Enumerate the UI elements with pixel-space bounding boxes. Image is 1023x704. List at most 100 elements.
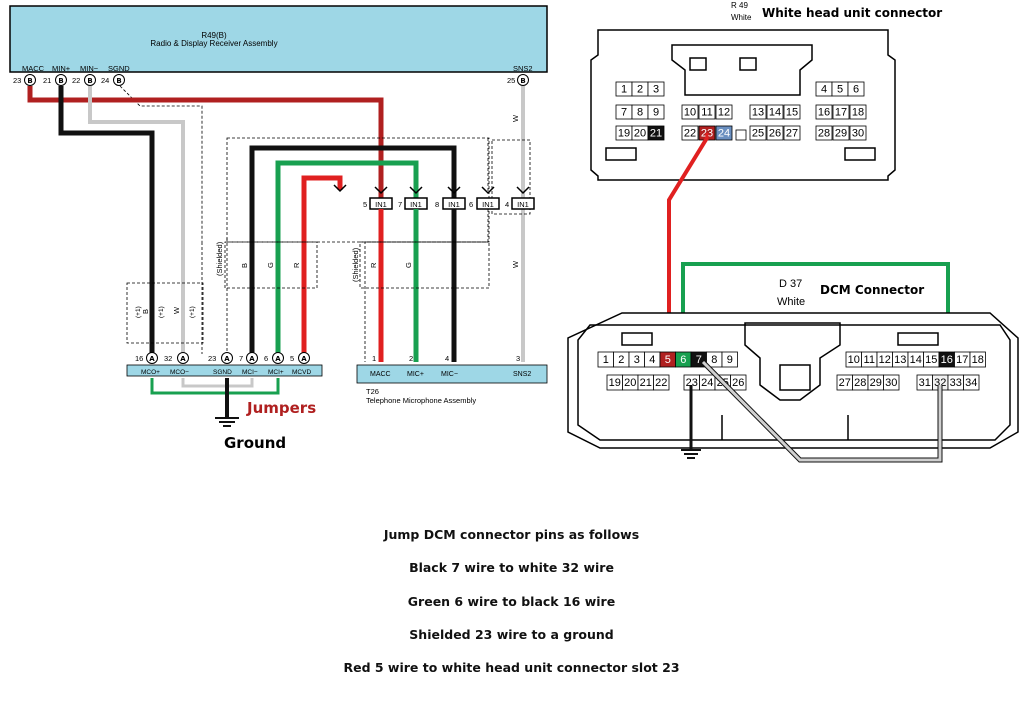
wire-letter-g2: G — [404, 262, 413, 268]
r49-pin-25: 25 B — [507, 74, 529, 86]
svg-text:IN1: IN1 — [375, 200, 387, 209]
svg-text:4: 4 — [821, 84, 827, 96]
head-unit-pin-16: 16 — [815, 104, 833, 120]
shielded-label-left: (Shielded) — [215, 241, 224, 276]
svg-text:27: 27 — [839, 377, 851, 389]
dcm-pin-33: 33 — [947, 374, 964, 391]
svg-text:14: 14 — [769, 107, 781, 119]
wire-red-mcvd — [301, 175, 343, 354]
wire-gray-dcm-jumper-inner — [701, 360, 942, 462]
dcm-a-name-mci-minus: MCI− — [242, 369, 258, 376]
head-unit-pin-24: 24 — [715, 125, 733, 141]
svg-text:20: 20 — [624, 377, 636, 389]
svg-text:32: 32 — [164, 354, 172, 363]
dcm-pin-34: 34 — [963, 374, 980, 391]
dcm-pin-31: 31 — [916, 374, 933, 391]
svg-text:18: 18 — [852, 107, 864, 119]
wire-green-dcm-jumper — [681, 262, 950, 352]
svg-text:5: 5 — [290, 354, 294, 363]
svg-text:2: 2 — [637, 84, 643, 96]
svg-text:25: 25 — [507, 76, 515, 85]
svg-text:6: 6 — [264, 354, 268, 363]
shield-outline-middle — [226, 137, 490, 243]
svg-text:5: 5 — [837, 84, 843, 96]
shield-small-b: B — [141, 309, 150, 314]
dcm-pin-15: 15 — [923, 351, 940, 368]
svg-text:28: 28 — [818, 128, 830, 140]
svg-text:B: B — [58, 77, 63, 85]
svg-text:B: B — [520, 77, 525, 85]
head-unit-pin-13: 13 — [749, 104, 767, 120]
head-unit-pin-26: 26 — [766, 125, 784, 141]
shield-dash-left — [201, 238, 228, 354]
r49-id: R49(B) — [201, 31, 227, 40]
shield-outline-sns2 — [491, 139, 531, 215]
head-unit-pin-2: 2 — [631, 81, 649, 97]
r49-pin-name-sgnd: SGND — [108, 64, 130, 73]
r49-pin-24: 24 B — [101, 74, 125, 86]
svg-text:23: 23 — [208, 354, 216, 363]
svg-text:29: 29 — [870, 377, 882, 389]
svg-text:A: A — [180, 355, 186, 363]
svg-text:17: 17 — [956, 354, 968, 366]
dcm-title: DCM Connector — [820, 283, 924, 297]
svg-text:B: B — [27, 77, 32, 85]
t26-name: Telephone Microphone Assembly — [366, 396, 476, 405]
jumper-green — [150, 378, 280, 395]
head-unit-pin-29: 29 — [832, 125, 850, 141]
svg-text:11: 11 — [701, 107, 712, 119]
t26-pin-3: 3 — [516, 354, 520, 363]
svg-text:16: 16 — [941, 354, 953, 366]
svg-text:8: 8 — [637, 107, 643, 119]
r49-pin-name-minminus: MIN− — [80, 64, 99, 73]
svg-text:18: 18 — [972, 354, 984, 366]
head-unit-pin-9: 9 — [647, 104, 665, 120]
svg-text:9: 9 — [653, 107, 659, 119]
svg-text:6: 6 — [680, 354, 686, 366]
head-unit-pin-blank — [735, 129, 747, 141]
dcm-pin-32: 32 — [932, 374, 949, 391]
r49-pin-name-minplus: MIN+ — [52, 64, 71, 73]
wire-letter-w-sns2: W — [511, 114, 520, 122]
svg-text:26: 26 — [769, 128, 781, 140]
svg-text:28: 28 — [854, 377, 866, 389]
dcm-connector-body — [567, 312, 1019, 449]
svg-text:31: 31 — [919, 377, 931, 389]
svg-text:16: 16 — [135, 354, 143, 363]
head-unit-pin-14: 14 — [766, 104, 784, 120]
dcm-pin-9: 9 — [721, 351, 738, 368]
svg-text:6: 6 — [469, 200, 473, 209]
svg-text:23: 23 — [13, 76, 21, 85]
t26-name-sns2: SNS2 — [513, 371, 531, 378]
head-unit-pin-7: 7 — [615, 104, 633, 120]
wire-black-minplus — [58, 86, 155, 354]
head-unit-connector-body — [590, 29, 896, 181]
svg-text:7: 7 — [696, 354, 702, 366]
svg-text:14: 14 — [910, 354, 922, 366]
shield-small-2: (+1) — [158, 306, 165, 318]
t26-name-macc: MACC — [370, 371, 391, 378]
svg-text:IN1: IN1 — [448, 200, 460, 209]
shield-outline-lower-right — [359, 241, 490, 289]
head-unit-title: White head unit connector — [762, 6, 942, 20]
svg-text:7: 7 — [398, 200, 402, 209]
svg-text:33: 33 — [950, 377, 962, 389]
svg-text:21: 21 — [43, 76, 51, 85]
t26-name-micplus: MIC+ — [407, 371, 424, 378]
r49-pin-22: 22 B — [72, 74, 96, 86]
wire-letter-b: B — [240, 263, 249, 268]
wire-green-mci-plus — [275, 160, 419, 354]
svg-text:12: 12 — [879, 354, 891, 366]
svg-text:B: B — [116, 77, 121, 85]
dcm-pin-24: 24 — [699, 374, 716, 391]
shield-outline-lower-left — [224, 241, 318, 289]
head-unit-pin-27: 27 — [783, 125, 801, 141]
svg-text:A: A — [275, 355, 281, 363]
svg-text:IN1: IN1 — [410, 200, 422, 209]
svg-text:1: 1 — [621, 84, 627, 96]
dcm-pin-5: 5 — [659, 351, 676, 368]
dcm-a-name-mcvd: MCVD — [292, 369, 311, 376]
wire-letter-r2: R — [369, 262, 378, 268]
svg-text:25: 25 — [752, 128, 764, 140]
wire-dash-6-to-t26 — [364, 209, 489, 362]
